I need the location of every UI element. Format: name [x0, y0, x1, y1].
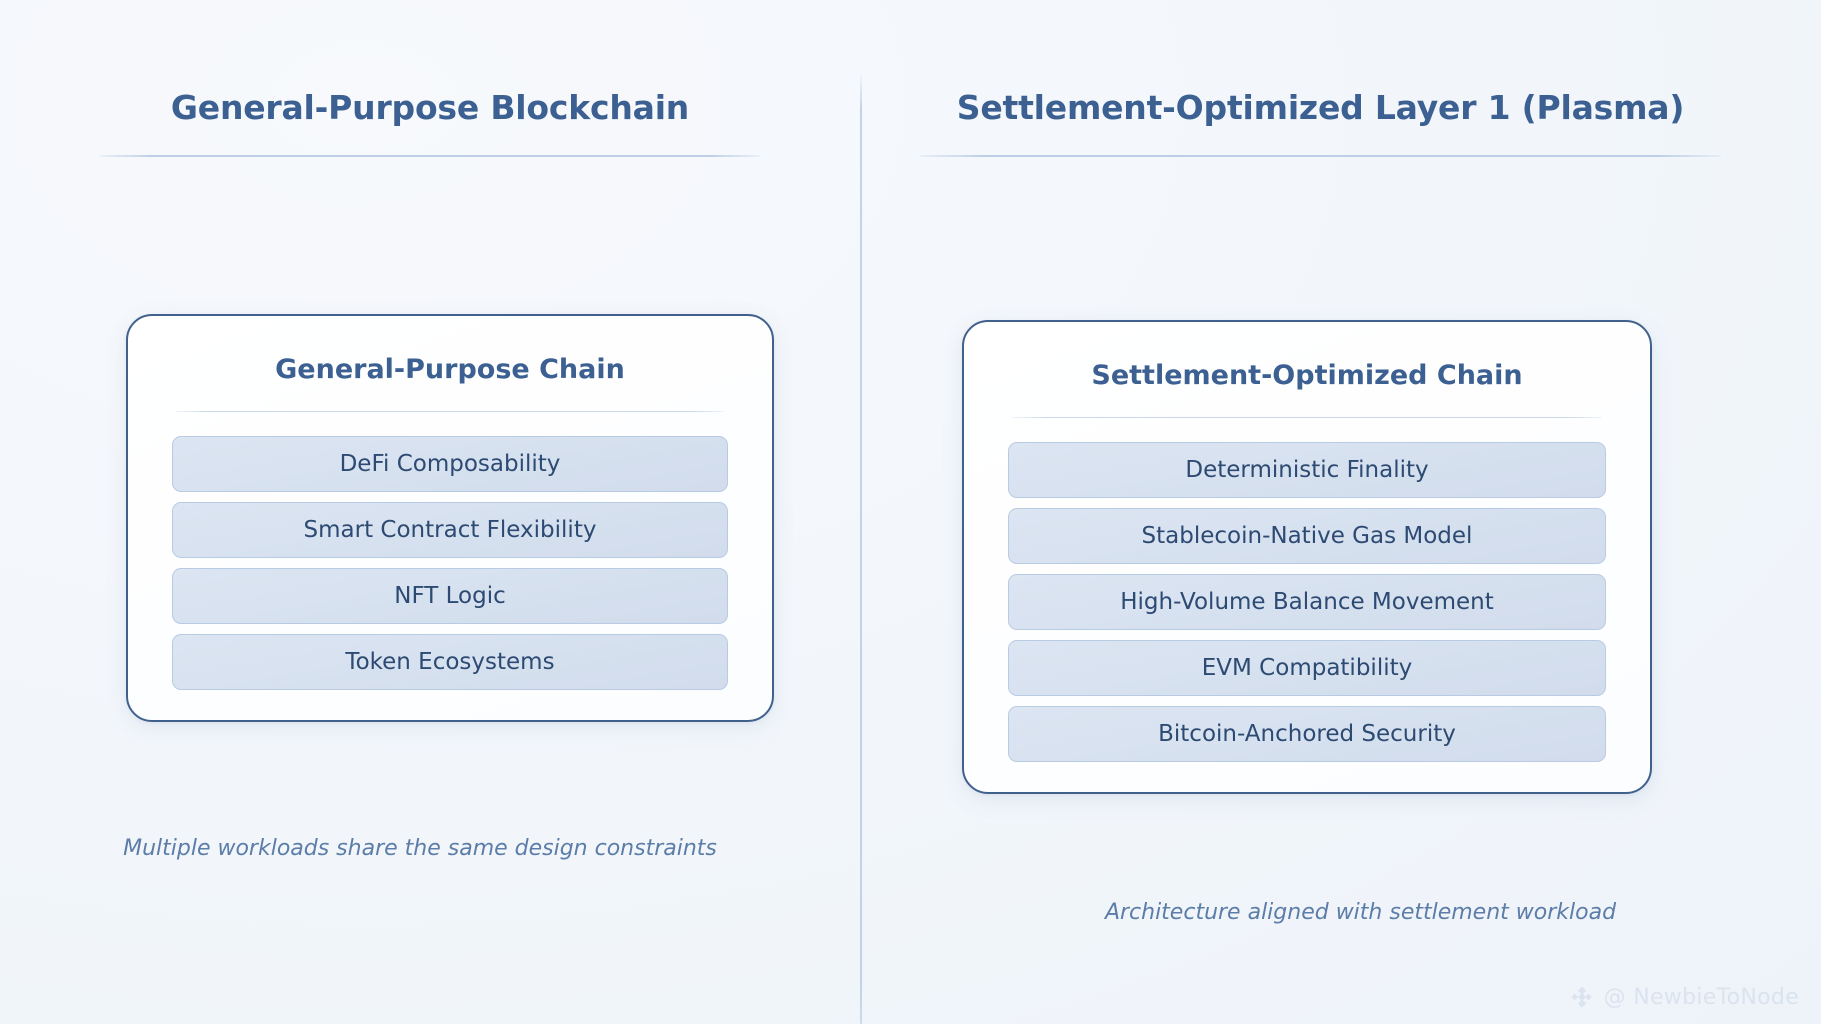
card-settlement-optimized-chain: Settlement-Optimized Chain Deterministic… — [962, 320, 1652, 794]
section-header-left: General-Purpose Blockchain — [0, 88, 860, 157]
caption-general-purpose: Multiple workloads share the same design… — [123, 836, 717, 861]
section-rule-right — [920, 155, 1721, 157]
section-title-general-purpose: General-Purpose Blockchain — [170, 88, 690, 127]
section-rule-left — [100, 155, 760, 157]
watermark: @ NewbieToNode — [1569, 984, 1799, 1010]
card-title-general-purpose-chain: General-Purpose Chain — [275, 354, 625, 385]
feature-pill[interactable]: Stablecoin-Native Gas Model — [1008, 508, 1606, 564]
card-general-purpose-chain: General-Purpose Chain DeFi Composability… — [126, 314, 774, 722]
feature-pill[interactable]: Smart Contract Flexibility — [172, 502, 728, 558]
watermark-handle: @ NewbieToNode — [1603, 984, 1799, 1010]
column-general-purpose: General-Purpose Blockchain General-Purpo… — [0, 0, 860, 1024]
feature-pill[interactable]: Token Ecosystems — [172, 634, 728, 690]
feature-pill[interactable]: Bitcoin-Anchored Security — [1008, 706, 1606, 762]
feature-pill[interactable]: Deterministic Finality — [1008, 442, 1606, 498]
section-title-settlement-optimized: Settlement-Optimized Layer 1 (Plasma) — [956, 88, 1685, 127]
feature-pill[interactable]: DeFi Composability — [172, 436, 728, 492]
column-divider — [860, 72, 862, 1024]
card-rule-left — [176, 411, 724, 412]
feature-pill[interactable]: NFT Logic — [172, 568, 728, 624]
card-title-settlement-optimized-chain: Settlement-Optimized Chain — [1091, 360, 1523, 391]
column-settlement-optimized: Settlement-Optimized Layer 1 (Plasma) Se… — [860, 0, 1821, 1024]
card-rule-right — [1012, 417, 1602, 418]
binance-diamond-icon — [1571, 986, 1592, 1008]
feature-pill[interactable]: High-Volume Balance Movement — [1008, 574, 1606, 630]
feature-list-settlement-optimized: Deterministic Finality Stablecoin-Native… — [1008, 442, 1606, 762]
feature-pill[interactable]: EVM Compatibility — [1008, 640, 1606, 696]
section-header-right: Settlement-Optimized Layer 1 (Plasma) — [860, 88, 1821, 157]
feature-list-general-purpose: DeFi Composability Smart Contract Flexib… — [172, 436, 728, 690]
caption-settlement-optimized: Architecture aligned with settlement wor… — [1104, 900, 1617, 925]
